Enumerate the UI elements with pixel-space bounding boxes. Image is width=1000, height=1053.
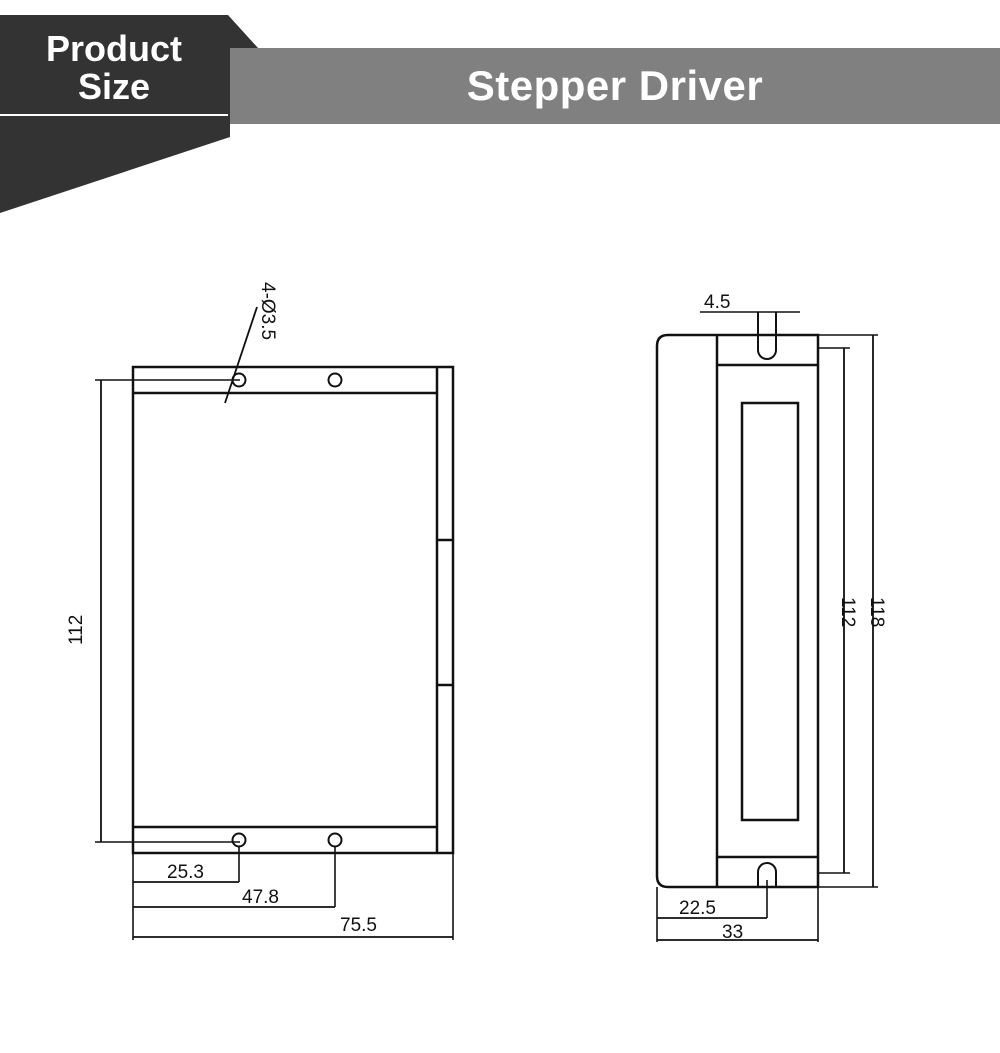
front-width-label: 75.5: [340, 915, 377, 936]
hole1-offset-label: 25.3: [167, 862, 204, 883]
side-outer-height-label: 118: [866, 597, 887, 627]
page-title: Stepper Driver: [466, 62, 764, 109]
front-height-label: 112: [66, 615, 87, 645]
hole2-offset-label: 47.8: [242, 887, 279, 908]
side-view-outline: [655, 333, 820, 889]
slot-width-label: 4.5: [704, 292, 730, 313]
mounting-holes: [231, 372, 343, 848]
mounting-slots: [757, 312, 777, 887]
side-depth-label: 33: [722, 922, 743, 943]
title-banner: Stepper Driver: [230, 48, 1000, 124]
header-badge-label: Product Size: [0, 30, 228, 106]
header-badge: [0, 15, 258, 213]
slot-offset-label: 22.5: [679, 898, 716, 919]
badge-line-product: Product: [45, 28, 182, 69]
hole-spec-label: 4-Ø3.5: [257, 282, 278, 340]
side-inner-height-label: 112: [837, 597, 858, 627]
front-view-outline: [131, 365, 455, 855]
badge-line-size: Size: [77, 66, 151, 107]
